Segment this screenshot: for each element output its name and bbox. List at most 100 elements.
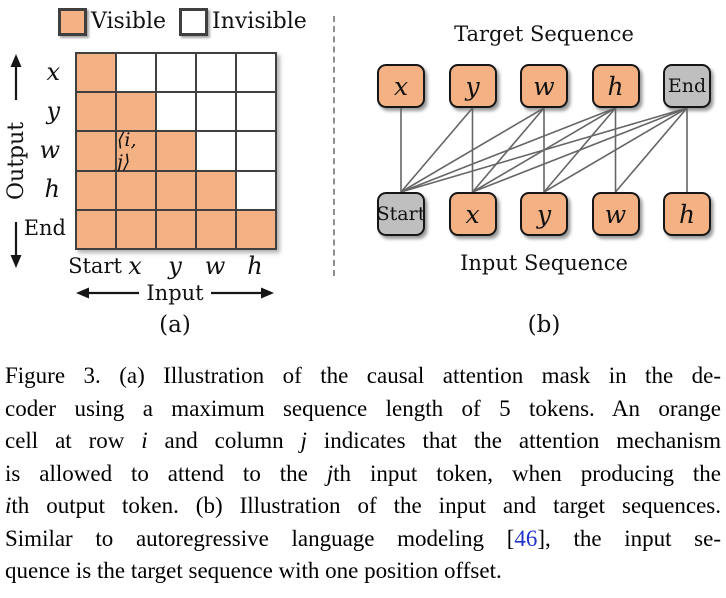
panel-b-label: (b) — [527, 312, 561, 338]
connection-line — [400, 108, 688, 192]
col-label-w: w — [204, 252, 226, 280]
mask-cell — [116, 92, 156, 132]
caption-text: ], the input se- — [537, 525, 722, 551]
legend-label-invisible: Invisible — [212, 9, 307, 34]
caption-text: th output token. (b) Illustration of the… — [11, 493, 721, 518]
mask-cell — [196, 170, 236, 210]
row-label-x: x — [46, 57, 60, 86]
mask-cell — [236, 53, 276, 93]
mask-cell — [156, 53, 196, 93]
row-label-h: h — [44, 175, 60, 204]
connection-line — [400, 108, 545, 192]
input-token-w: w — [591, 192, 640, 236]
mask-cell — [76, 92, 116, 132]
legend-label-visible: Visible — [91, 9, 167, 34]
row-label-end: End — [23, 216, 66, 241]
right-arrow-icon — [210, 287, 274, 299]
input-token-y: y — [520, 192, 568, 236]
target-token-h: h — [591, 64, 640, 108]
mask-cell — [76, 209, 116, 249]
caption-text: cell at row — [5, 428, 142, 453]
output-axis: Output — [4, 54, 29, 268]
math-var-i: i — [5, 493, 12, 518]
caption-text: Figure 3. (a) Illustration of the causal… — [5, 363, 721, 388]
citation-46-link[interactable]: 46 — [514, 525, 538, 551]
mask-cell: ⟨i, j⟩ — [116, 129, 156, 173]
mask-cell — [156, 209, 196, 249]
col-label-h: h — [247, 252, 263, 280]
legend: Visible Invisible — [58, 6, 320, 37]
input-token-h: h — [663, 192, 711, 236]
target-sequence-title: Target Sequence — [454, 22, 634, 46]
caption-text: indicates that the attention mechanism — [306, 428, 721, 453]
mask-cell — [156, 92, 196, 132]
target-token-w: w — [520, 64, 568, 108]
caption-line: coder using a maximum sequence length of… — [5, 393, 721, 426]
mask-cell — [196, 53, 236, 93]
caption-text: Similar to autoregressive language model… — [5, 525, 515, 551]
input-sequence-title: Input Sequence — [460, 251, 628, 275]
mask-cell — [76, 53, 116, 93]
caption-line: ith output token. (b) Illustration of th… — [5, 490, 721, 523]
caption-text: and column — [147, 428, 301, 453]
math-var-j: j — [326, 460, 334, 486]
legend-swatch-visible — [58, 7, 87, 36]
col-label-y: y — [168, 252, 182, 280]
mask-cell — [236, 131, 276, 171]
mask-cell — [236, 209, 276, 249]
input-axis: Input — [75, 281, 275, 305]
mask-cell-annotation: ⟨i, j⟩ — [117, 129, 137, 173]
legend-swatch-invisible — [179, 7, 209, 36]
caption-text: coder using a maximum sequence length of… — [5, 395, 721, 421]
caption-line: Figure 3. (a) Illustration of the causal… — [5, 360, 721, 393]
input-token-start: Start — [377, 192, 425, 236]
mask-cell — [196, 131, 236, 171]
connection-line — [543, 108, 688, 192]
panel-a-label: (a) — [159, 312, 191, 338]
caption: Figure 3. (a) Illustration of the causal… — [0, 360, 726, 588]
mask-cell — [196, 209, 236, 249]
caption-text: th input token, when producing the — [333, 460, 721, 486]
caption-line: quence is the target sequence with one p… — [5, 555, 721, 588]
connection-line — [400, 108, 616, 192]
mask-cell — [116, 170, 156, 210]
caption-text: quence is the target sequence with one p… — [5, 558, 502, 583]
col-label-start: Start — [68, 254, 122, 278]
connection-line — [400, 108, 474, 192]
down-arrow-icon — [10, 222, 22, 268]
row-label-w: w — [39, 136, 60, 164]
math-var-j: j — [300, 428, 307, 453]
caption-line: is allowed to attend to the jth input to… — [5, 458, 721, 491]
dashed-divider — [333, 16, 335, 276]
target-token-x: x — [377, 64, 425, 108]
mask-cell — [116, 53, 156, 93]
mask-cell — [116, 209, 156, 249]
mask-cell — [76, 131, 116, 171]
caption-line: cell at row i and column j indicates tha… — [5, 425, 721, 458]
up-arrow-icon — [10, 54, 22, 100]
connection-line — [614, 108, 688, 192]
mask-cell — [76, 170, 116, 210]
attention-mask-grid: ⟨i, j⟩ — [75, 52, 277, 250]
input-axis-label: Input — [146, 281, 204, 305]
caption-text: is allowed to attend to the — [5, 460, 327, 486]
left-arrow-icon — [76, 287, 139, 299]
input-token-x: x — [448, 192, 497, 236]
mask-cell — [156, 131, 196, 171]
math-var-i: i — [141, 428, 148, 453]
mask-cell — [156, 170, 196, 210]
caption-line: Similar to autoregressive language model… — [5, 523, 721, 556]
row-label-y: y — [46, 96, 60, 125]
connection-line — [472, 108, 688, 192]
target-token-end: End — [663, 64, 711, 108]
col-label-x: x — [128, 252, 142, 280]
target-token-y: y — [448, 64, 497, 108]
connection-lines — [400, 108, 688, 192]
mask-cell — [236, 170, 276, 210]
